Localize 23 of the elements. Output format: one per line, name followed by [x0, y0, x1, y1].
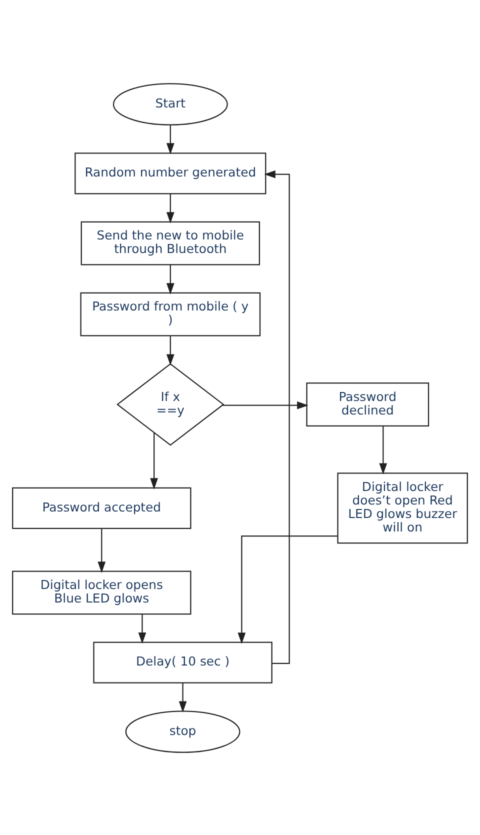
arrow [138, 614, 146, 644]
arrow [379, 425, 388, 474]
arrow [166, 194, 174, 223]
node-box: Digital locker opens Blue LED glows [12, 570, 192, 614]
arrow [166, 336, 174, 366]
node-box: Send the new to mobile through Bluetooth [80, 220, 260, 265]
arrow [178, 682, 187, 712]
arrow [166, 124, 174, 154]
arrow [264, 170, 290, 664]
arrow [166, 264, 174, 294]
node-diamond: If x ==y [116, 362, 224, 446]
arrow [98, 528, 106, 572]
node-box: Delay( 10 sec ) [93, 641, 272, 683]
arrow [150, 432, 158, 489]
node-box: Digital locker does’t open Red LED glows buzzer will on [337, 472, 468, 544]
arrow [222, 400, 308, 409]
node-box: Random number generated [74, 152, 266, 194]
arrow [238, 535, 338, 644]
node-ellipse: stop [125, 710, 240, 752]
node-box: Password from mobile ( y ) [80, 292, 261, 336]
node-box: Password declined [306, 382, 430, 426]
node-ellipse: Start [112, 82, 228, 125]
node-box: Password accepted [12, 486, 192, 529]
